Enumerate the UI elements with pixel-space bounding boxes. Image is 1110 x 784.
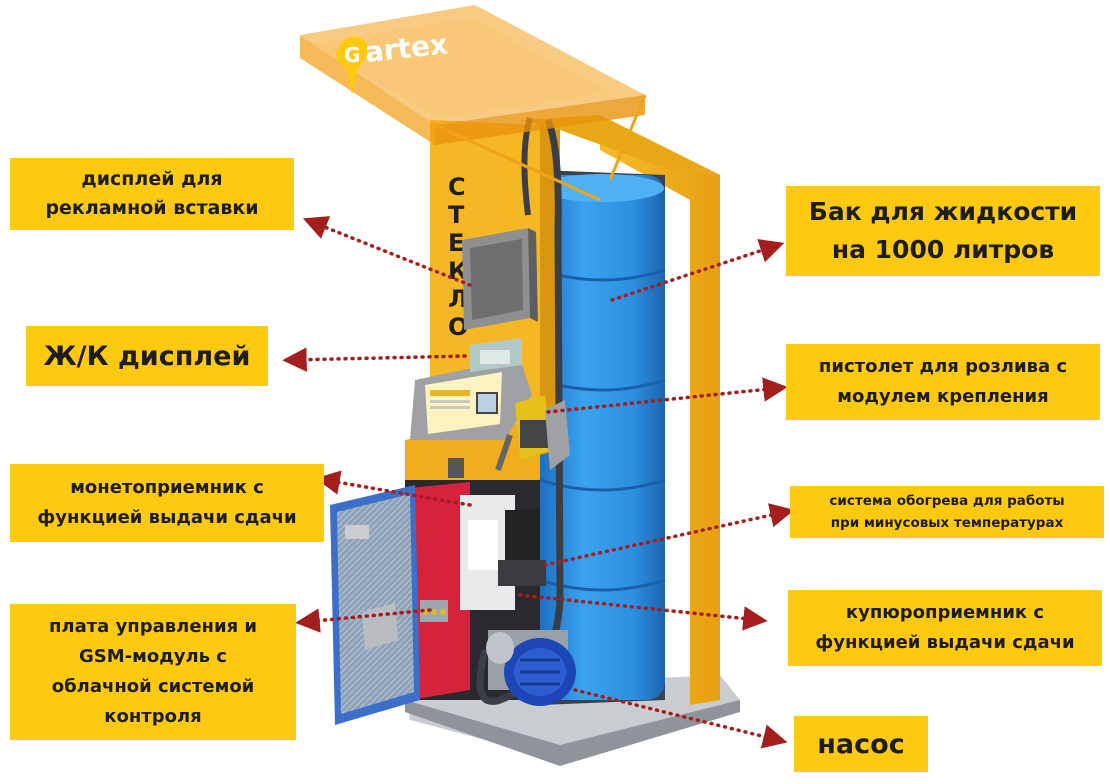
logo-initial: G bbox=[344, 43, 360, 67]
label-tank: Бак для жидкости на 1000 литров bbox=[786, 186, 1100, 276]
label-heating: система обогрева для работы при минусовы… bbox=[790, 486, 1104, 538]
arrow-heating bbox=[543, 503, 795, 567]
cabinet-side-panel bbox=[600, 115, 720, 705]
callout-arrows bbox=[282, 216, 795, 749]
pump-motor bbox=[486, 630, 576, 706]
label-nozzle: пистолет для розлива с модулем крепления bbox=[786, 344, 1100, 420]
water-tank bbox=[539, 174, 666, 700]
control-console bbox=[405, 338, 540, 495]
label-bill-acceptor: купюроприемник с функцией выдачи сдачи bbox=[788, 590, 1102, 666]
arrow-control-board bbox=[295, 608, 432, 633]
arrow-bill-acceptor bbox=[518, 593, 768, 631]
canopy-roof bbox=[300, 5, 647, 202]
arrow-lcd-display bbox=[282, 347, 467, 372]
label-control-board: плата управления и GSM-модуль с облачной… bbox=[10, 604, 296, 740]
arrow-ad-display bbox=[302, 216, 472, 287]
label-pump: насос bbox=[794, 716, 928, 772]
door-inner-panel bbox=[410, 482, 470, 700]
label-coin-acceptor: монетоприемник с функцией выдачи сдачи bbox=[10, 464, 324, 542]
fuel-nozzle bbox=[495, 395, 570, 471]
label-ad-display: дисплей для рекламной вставки bbox=[10, 158, 294, 230]
cabinet-door bbox=[330, 485, 448, 725]
arrow-tank bbox=[610, 238, 785, 302]
label-lcd-display: Ж/К дисплей bbox=[26, 326, 268, 386]
arrow-pump bbox=[573, 688, 788, 749]
heating-element bbox=[498, 560, 546, 586]
ad-display bbox=[462, 228, 538, 330]
